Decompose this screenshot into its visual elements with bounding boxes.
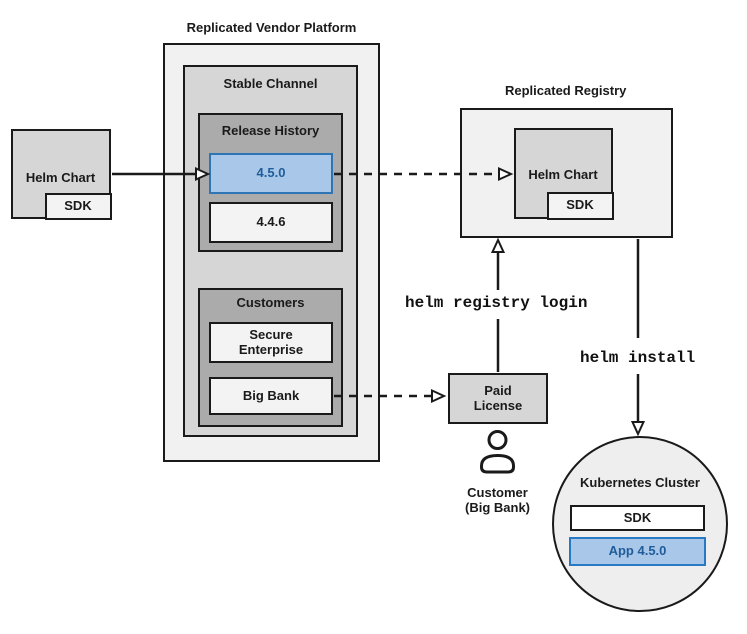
customer-secure-enterprise-box: Secure Enterprise: [209, 322, 333, 363]
customers-title: Customers: [236, 295, 305, 310]
vendor-helm-chart-label: Helm Chart: [25, 170, 96, 185]
arrowhead-down-icon: [630, 421, 646, 437]
person-icon: [480, 430, 515, 474]
connector-registry-to-cluster: [630, 239, 646, 437]
paid-license-label: Paid License: [473, 383, 523, 413]
actor-name-label: Customer: [467, 485, 528, 500]
actor-detail-label: (Big Bank): [465, 500, 530, 515]
cluster-app-box: App 4.5.0: [569, 537, 706, 566]
release-446-label: 4.4.6: [256, 214, 286, 230]
cluster-sdk-box: SDK: [570, 505, 705, 531]
vendor-sdk-label: SDK: [64, 197, 92, 213]
stable-channel-title: Stable Channel: [223, 76, 318, 91]
arrowhead-right-icon: [431, 388, 447, 404]
cmd-helm-registry-login: helm registry login: [405, 294, 588, 312]
cluster-sdk-label: SDK: [623, 509, 652, 525]
release-450-label: 4.5.0: [256, 165, 286, 181]
cluster-title: Kubernetes Cluster: [580, 475, 700, 490]
release-history-title: Release History: [221, 123, 320, 138]
release-item-446: 4.4.6: [209, 202, 333, 243]
customer-big-bank-label: Big Bank: [242, 387, 300, 403]
arrowhead-up-icon: [490, 237, 506, 253]
registry-sdk-box: SDK: [546, 191, 614, 220]
paid-license-box: Paid License: [448, 373, 548, 424]
cmd-helm-install: helm install: [580, 349, 696, 367]
vendor-helm-chart-box: Helm Chart SDK: [11, 129, 112, 220]
cluster-app-label: App 4.5.0: [608, 543, 667, 559]
registry-helm-chart-label: Helm Chart: [528, 167, 598, 182]
vendor-sdk-box: SDK: [44, 192, 112, 220]
registry-helm-chart-box: Helm Chart SDK: [514, 128, 614, 220]
release-item-450: 4.5.0: [209, 153, 333, 194]
customer-big-bank-box: Big Bank: [209, 377, 333, 415]
platform-title: Replicated Vendor Platform: [186, 20, 357, 35]
registry-sdk-label: SDK: [566, 197, 594, 213]
registry-title: Replicated Registry: [505, 83, 627, 98]
customer-secure-enterprise-label: Secure Enterprise: [238, 327, 304, 357]
